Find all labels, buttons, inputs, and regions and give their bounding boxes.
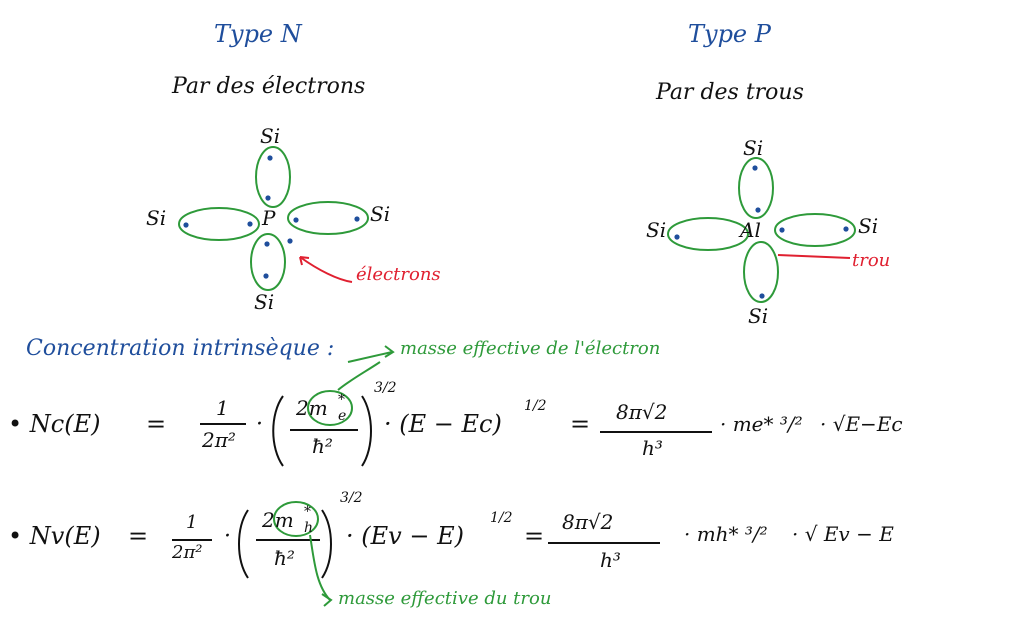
eq2-numerator-one: 1: [186, 512, 198, 533]
eq2-energy-term: · (Ev − E): [346, 522, 464, 550]
hole-annotation-line: [777, 254, 851, 259]
electron-annotation-arrow: [299, 256, 353, 283]
eq1-fraction-num: 8π√2: [616, 400, 668, 424]
eq1-energy-term: · (E − Ec): [384, 410, 502, 438]
eq1-denominator: 2π²: [202, 428, 236, 452]
bond-p-top: [738, 157, 774, 219]
eq2-sqrt-term: · √ Ev − E: [792, 522, 894, 546]
eq2-mass-num: 2m: [262, 508, 294, 532]
electron-dot: [247, 221, 253, 227]
eq2-mass-sub: h: [304, 520, 314, 536]
eq2-fraction-den: h³: [600, 548, 621, 572]
eq1-hbar-sq: ħ²: [312, 434, 333, 458]
bond-n-left: [178, 207, 260, 241]
bond-n-bottom: [250, 233, 286, 291]
type-p-heading: Type P: [688, 20, 771, 48]
note-hole-effective-mass: masse effective du trou: [338, 588, 552, 609]
electron-dot: [759, 293, 765, 299]
electron-dot: [263, 273, 269, 279]
electron-annotation: électrons: [356, 264, 441, 285]
electron-dot: [779, 227, 785, 233]
electron-dot: [674, 234, 680, 240]
eq2-lhs: • Nv(E): [8, 522, 101, 550]
eq1-effective-mass: · me* ³/²: [720, 412, 803, 436]
eq1-mass-circle: [307, 390, 353, 426]
si-label-n-left: Si: [146, 206, 167, 230]
eq2-mass-star: *: [304, 504, 311, 520]
si-label-p-right: Si: [858, 214, 879, 238]
diagram-n-bonds: [178, 146, 369, 291]
type-p-description: Par des trous: [656, 80, 804, 105]
eq1-exponent-3-2: 3/2: [374, 380, 397, 396]
aluminium-label: Al: [740, 218, 761, 242]
eq1-mass-num: 2m: [296, 396, 328, 420]
si-label-p-top: Si: [743, 136, 764, 160]
eq2-exponent-1-2: 1/2: [490, 510, 513, 526]
eq2-strokes: [172, 509, 660, 579]
extra-electron-dot: [287, 238, 293, 244]
electron-dot: [267, 155, 273, 161]
eq2-dot: ·: [224, 524, 231, 549]
eq2-mass-circle: [273, 501, 319, 537]
eq1-strokes: [200, 395, 712, 467]
type-n-description: Par des électrons: [172, 74, 366, 99]
eq1-lhs: • Nc(E): [8, 410, 101, 438]
bond-p-left: [667, 217, 749, 251]
diagram-p-electrons: [674, 165, 849, 299]
bond-n-top: [255, 146, 291, 208]
bond-p-right: [774, 213, 856, 247]
hole-annotation: trou: [852, 250, 891, 271]
eq2-effective-mass: · mh* ³/²: [684, 522, 768, 546]
diagram-n-electrons: [183, 155, 360, 279]
eq1-equals-2: =: [570, 410, 591, 438]
electron-dot: [293, 217, 299, 223]
eq1-sqrt-term: · √E−Ec: [820, 412, 903, 436]
eq1-fraction-den: h³: [642, 436, 663, 460]
concentration-title: Concentration intrinsèque :: [26, 336, 335, 361]
electron-dot: [183, 222, 189, 228]
si-label-p-bottom: Si: [748, 304, 769, 328]
note-top-arrow: [347, 351, 393, 363]
si-label-n-right: Si: [370, 202, 391, 226]
eq1-equals: =: [146, 410, 167, 438]
electron-dot: [752, 165, 758, 171]
eq1-mass-sub: e: [338, 408, 347, 424]
diagram-p-bonds: [667, 157, 856, 303]
bond-p-bottom: [743, 241, 779, 303]
electron-dot: [265, 195, 271, 201]
eq2-hbar-sq: ħ²: [274, 546, 295, 570]
eq2-equals: =: [128, 522, 149, 550]
electron-dot: [354, 216, 360, 222]
note-electron-effective-mass: masse effective de l'électron: [400, 338, 661, 359]
eq1-exponent-1-2: 1/2: [524, 398, 547, 414]
si-label-n-top: Si: [260, 124, 281, 148]
eq1-dot: ·: [256, 412, 263, 437]
type-n-heading: Type N: [214, 20, 302, 48]
eq2-denominator: 2π²: [172, 542, 203, 563]
si-label-p-left: Si: [646, 218, 667, 242]
si-label-n-bottom: Si: [254, 290, 275, 314]
eq2-fraction-num: 8π√2: [562, 510, 614, 534]
electron-dot: [264, 241, 270, 247]
eq1-numerator-one: 1: [216, 396, 229, 420]
eq2-equals-2: =: [524, 522, 545, 550]
phosphorus-label: P: [262, 206, 276, 230]
bond-n-right: [287, 201, 369, 235]
electron-dot: [843, 226, 849, 232]
eq2-exponent-3-2: 3/2: [340, 490, 363, 506]
electron-dot: [755, 207, 761, 213]
note-bottom-arrow: [309, 534, 331, 601]
eq1-mass-star: *: [338, 392, 345, 408]
